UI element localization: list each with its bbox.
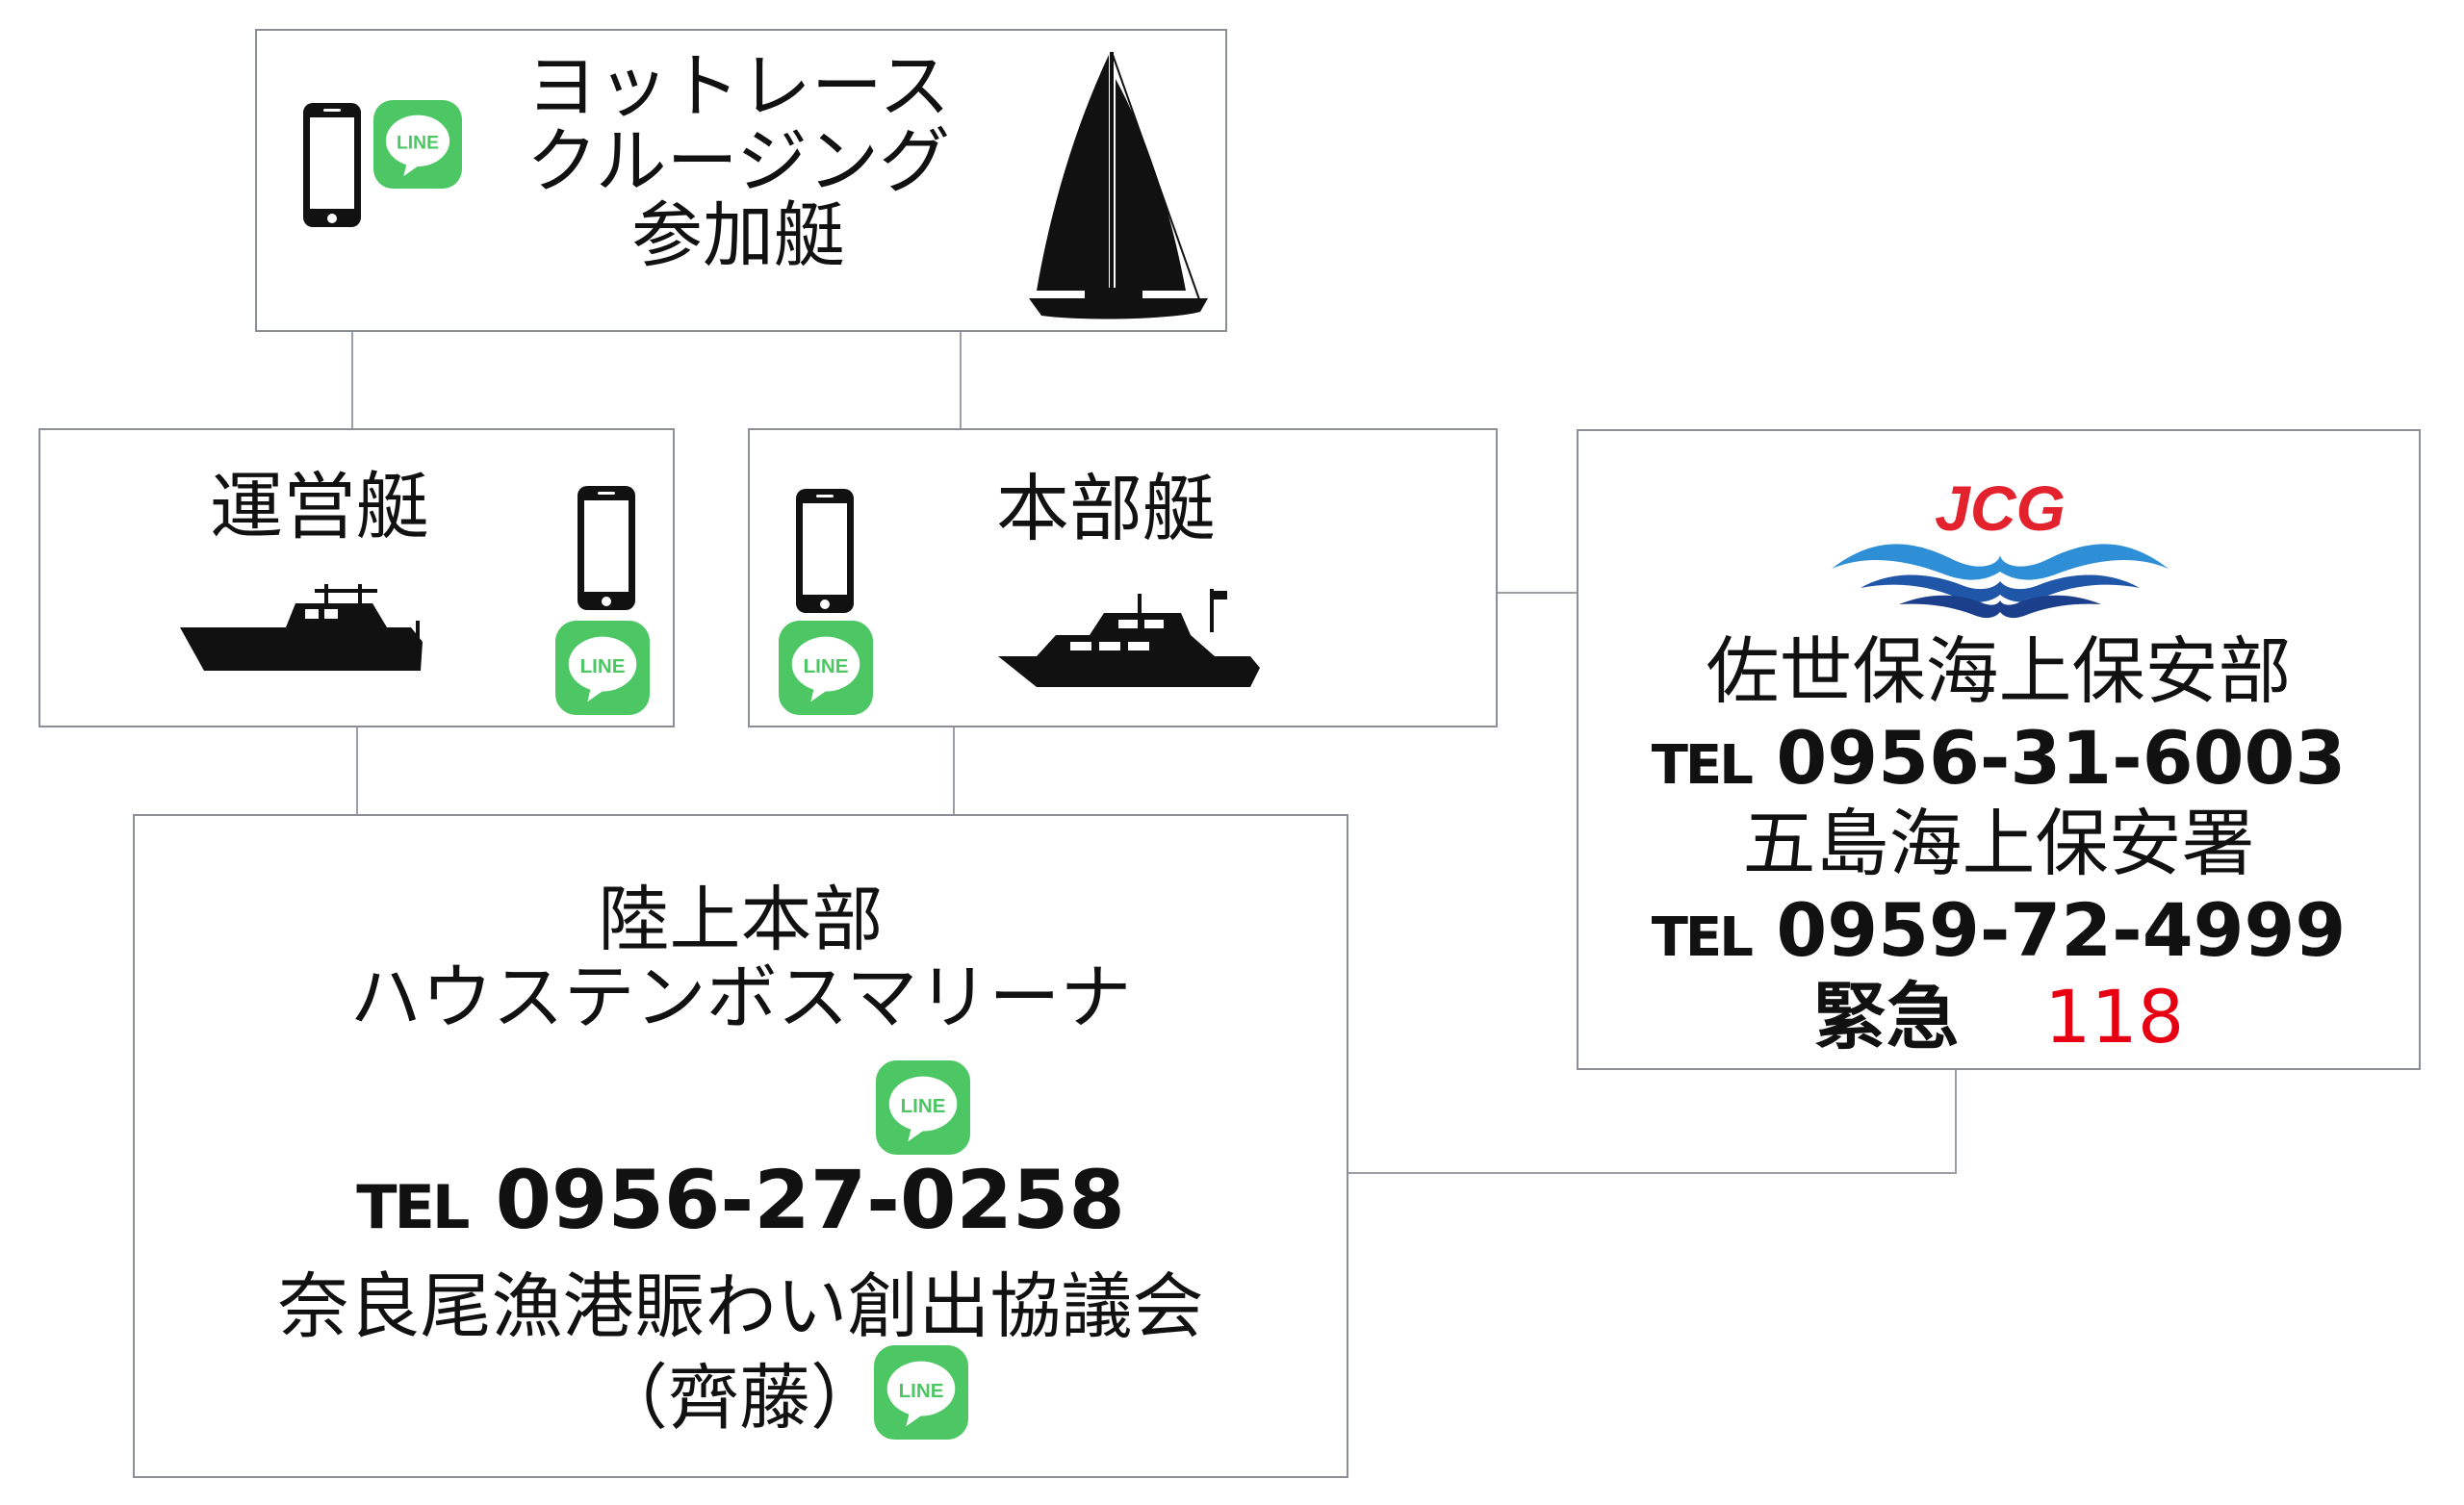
operation-boat-box: 運営艇 LINE (38, 428, 675, 727)
office-goto: 五島海上保安署 (1742, 801, 2255, 887)
tel-goto-row: TEL 0959-72-4999 (1578, 887, 2419, 974)
smartphone-icon (303, 103, 361, 227)
tel-prefix: TEL (1651, 733, 1754, 797)
line-app-icon: LINE (555, 621, 650, 715)
connector-jcg-down (1955, 1070, 1957, 1174)
coast-guard-box: JCG 佐世保海上保安部 TEL 0956-31-6003 五島海上保安署 TE… (1577, 429, 2421, 1070)
tel-sasebo-row: TEL 0956-31-6003 (1578, 715, 2419, 802)
line-badge-text: LINE (899, 1380, 944, 1402)
coast-guard-details: 佐世保海上保安部 TEL 0956-31-6003 五島海上保安署 TEL 09… (1578, 628, 2419, 1059)
connector-honbu-to-land (953, 727, 955, 814)
smartphone-icon (796, 489, 854, 613)
line-app-icon: LINE (779, 621, 873, 715)
line-badge-text: LINE (580, 655, 626, 677)
jcg-logo-text: JCG (1935, 477, 2066, 544)
land-tel[interactable]: 0956-27-0258 (495, 1153, 1125, 1247)
tel-sasebo[interactable]: 0956-31-6003 (1776, 714, 2347, 801)
line-badge-text: LINE (804, 655, 849, 677)
participant-title-line-1: ヨットレース (526, 45, 951, 128)
line-app-icon: LINE (874, 1345, 968, 1440)
connector-honbu-to-jcg (1498, 592, 1577, 594)
contact-person: （齊藤） (597, 1357, 882, 1440)
participant-title: ヨットレース クルージング 参加艇 (498, 45, 979, 278)
emergency-row: 緊急 118 (1578, 974, 2419, 1060)
participant-box: LINE ヨットレース クルージング 参加艇 (255, 29, 1227, 332)
operation-boat-title: 運営艇 (210, 464, 429, 549)
connector-top-to-honbu (960, 332, 962, 428)
tel-goto[interactable]: 0959-72-4999 (1776, 887, 2347, 974)
cruiser-boat-icon (998, 589, 1260, 687)
land-tel-row: TEL 0956-27-0258 (135, 1153, 1347, 1247)
line-badge-text: LINE (901, 1095, 946, 1117)
tel-prefix: TEL (1651, 906, 1754, 970)
connector-top-to-unei (351, 332, 353, 428)
land-hq-box: 陸上本部 ハウステンボスマリーナ LINE TEL 0956-27-0258 奈… (133, 814, 1348, 1478)
hq-boat-title: 本部艇 (996, 466, 1216, 551)
land-hq-title: 陸上本部 (598, 879, 884, 961)
jcg-logo: JCG (1832, 477, 2169, 619)
connector-unei-to-land (356, 727, 358, 814)
smartphone-icon (578, 486, 635, 610)
line-app-icon: LINE (373, 100, 462, 189)
sport-fishing-boat-icon (180, 584, 423, 671)
tel-prefix: TEL (356, 1172, 470, 1242)
participant-title-line-3: 参加艇 (631, 194, 845, 278)
office-sasebo: 佐世保海上保安部 (1706, 628, 2292, 714)
marina-name: ハウステンボスマリーナ (349, 957, 1132, 1040)
connector-land-to-jcg (1348, 1172, 1957, 1174)
association-name: 奈良尾漁港賑わい創出協議会 (277, 1265, 1204, 1348)
emergency-number[interactable]: 118 (2044, 973, 2185, 1059)
land-hq-details: 陸上本部 ハウステンボスマリーナ (135, 879, 1347, 1040)
emergency-label: 緊急 (1812, 973, 1960, 1059)
participant-title-line-2: クルージング (526, 119, 951, 203)
line-app-icon: LINE (876, 1060, 970, 1155)
sailboat-icon (1029, 51, 1208, 319)
line-badge-text: LINE (397, 134, 439, 154)
hq-boat-box: 本部艇 LINE (748, 428, 1498, 727)
